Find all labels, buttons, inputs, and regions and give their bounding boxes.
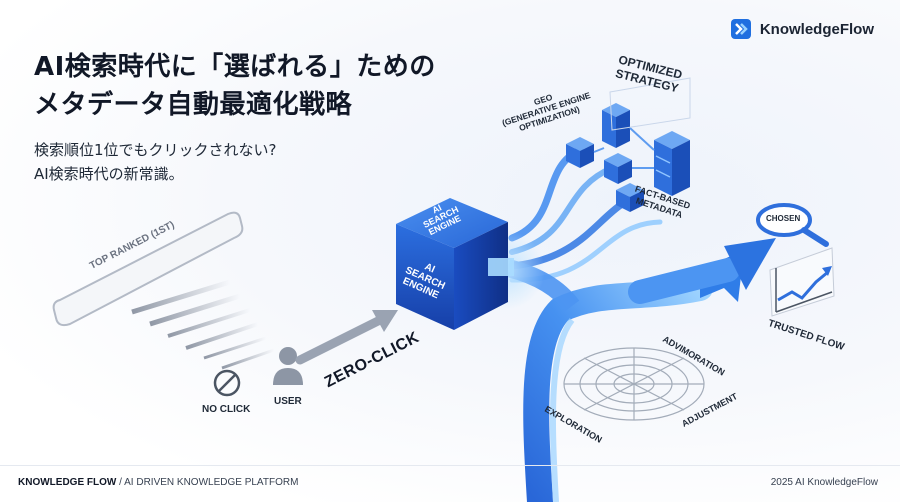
prohibited-icon [213,369,241,397]
ranking-bars [131,279,275,370]
brand: KnowledgeFlow [730,18,874,40]
title-line-1: AI検索時代に「選ばれる」ための [34,52,436,82]
footer-divider [0,465,900,466]
footer-brand: KNOWLEDGE FLOW [18,477,117,488]
subtitle-line-2: AI検索時代の新常識。 [34,165,184,183]
no-click-label: NO CLICK [202,404,251,415]
trend-chart-icon [769,247,835,317]
subtitle-line-1: 検索順位1位でもクリックされない? [34,141,277,159]
page-title: AI検索時代に「選ばれる」ための メタデータ自動最適化戦略 [34,48,436,124]
footer-copyright: 2025 AI KnowledgeFlow [770,477,878,488]
user-label: USER [274,396,302,407]
knowledgeflow-logo-icon [730,19,751,39]
server-nodes [566,77,691,212]
chosen-label: CHOSEN [766,214,801,223]
brand-name: KnowledgeFlow [759,20,874,38]
main-flow [505,238,776,502]
subtitle: 検索順位1位でもクリックされない? AI検索時代の新常識。 [34,138,277,186]
magnifier-icon [756,203,829,247]
ai-search-engine-cube [396,198,545,330]
title-line-2: メタデータ自動最適化戦略 [34,90,353,120]
zero-click-arrow [295,310,398,365]
footer-separator: / [116,477,125,488]
user-icon [273,347,303,385]
footer-platform: AI DRIVEN KNOWLEDGE PLATFORM [124,477,299,488]
footer-tagline: KNOWLEDGE FLOW / AI DRIVEN KNOWLEDGE PLA… [18,477,298,488]
search-bar [52,211,244,327]
radar-icon [563,347,705,421]
